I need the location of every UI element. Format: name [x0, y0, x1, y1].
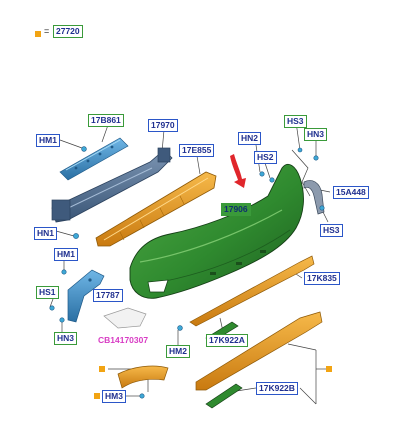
trim-strip-17k835 — [189, 255, 315, 327]
label-17k835: 17K835 — [304, 272, 340, 285]
legend-orange-marker — [35, 31, 41, 37]
legend-equals: = — [44, 26, 50, 36]
side-bracket-17787 — [67, 269, 105, 323]
label-hs1: HS1 — [36, 286, 59, 299]
fasteners — [49, 146, 325, 399]
label-hm3: HM3 — [102, 390, 126, 403]
label-cb14170307: CB14170307 — [98, 335, 149, 345]
label-hm2: HM2 — [166, 345, 190, 358]
bracket-17k922b — [205, 383, 243, 409]
label-17787: 17787 — [93, 289, 123, 302]
absorber-17e855 — [95, 171, 217, 247]
label-hs2: HS2 — [254, 151, 277, 164]
label-17b861: 17B861 — [88, 114, 124, 127]
label-17k922b: 17K922B — [256, 382, 298, 395]
bracket-17b861 — [59, 137, 129, 181]
label-hn2-top: HN2 — [238, 132, 262, 145]
callout-marker-bottom-piece — [99, 366, 105, 372]
label-17k922a: 17K922A — [206, 334, 248, 347]
reinforcement-beam-17970 — [51, 147, 173, 223]
callout-marker-lower-panel — [326, 366, 332, 372]
lower-panel-orange — [195, 311, 323, 391]
label-hn3-left: HN3 — [54, 332, 78, 345]
label-17906: 17906 — [221, 203, 251, 216]
label-hn3-right: HN3 — [304, 128, 328, 141]
reflector-cb14170307 — [103, 307, 147, 329]
bottom-piece-orange — [117, 365, 169, 389]
label-hs3-top: HS3 — [284, 115, 307, 128]
label-17970: 17970 — [148, 119, 178, 132]
direction-arrow-icon — [230, 154, 246, 188]
label-hn1: HN1 — [34, 227, 58, 240]
label-hm1-top: HM1 — [36, 134, 60, 147]
label-hm1-left: HM1 — [54, 248, 78, 261]
bumper-cover-17906 — [129, 164, 304, 299]
label-17e855: 17E855 — [179, 144, 215, 157]
callout-marker-hm3 — [94, 393, 100, 399]
label-hs3-right: HS3 — [320, 224, 343, 237]
legend-code-label: 27720 — [53, 25, 83, 38]
label-15a448: 15A448 — [333, 186, 369, 199]
side-bracket-15a448 — [303, 180, 325, 215]
